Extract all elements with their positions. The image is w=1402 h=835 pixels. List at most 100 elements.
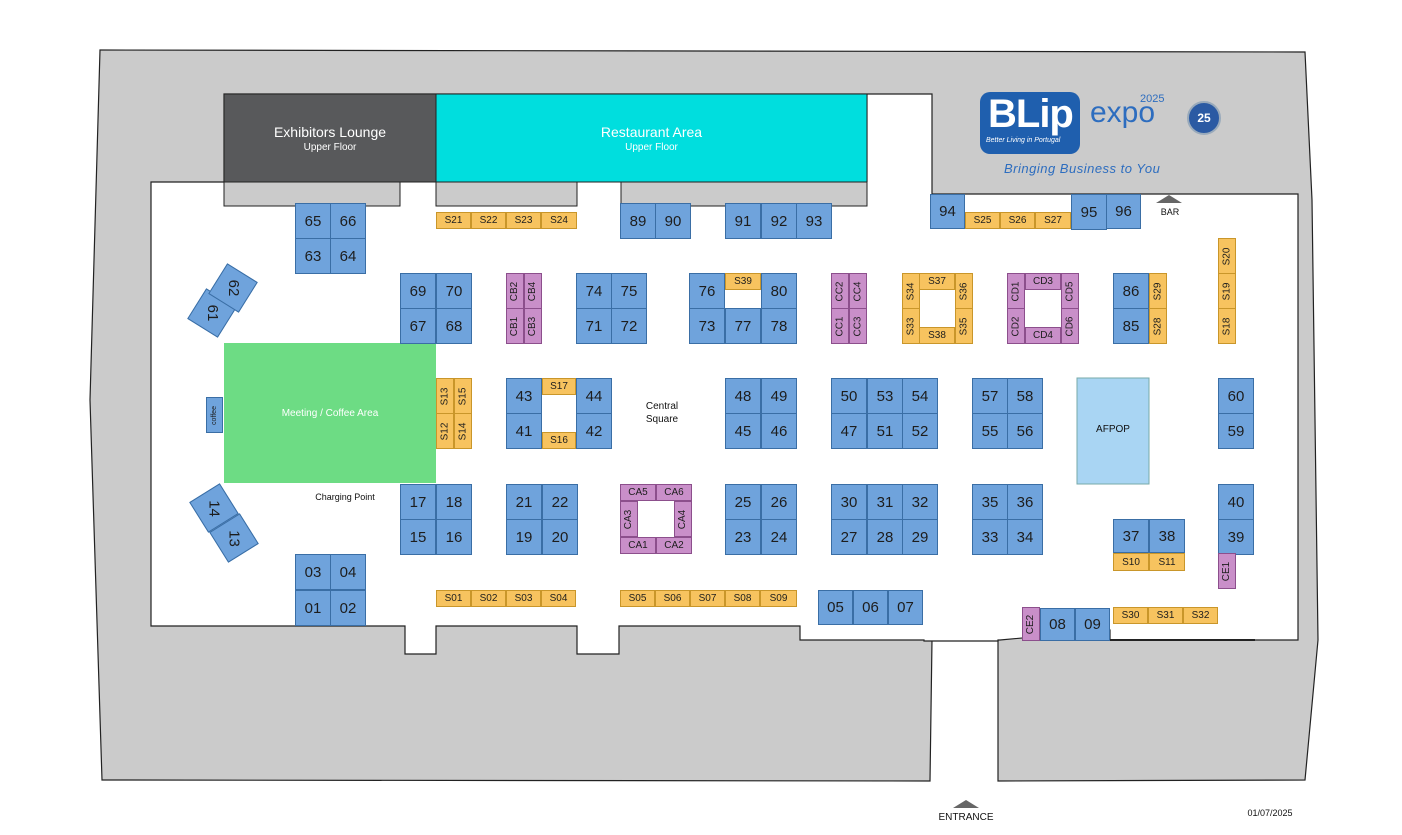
booth-54[interactable]: 54 (902, 378, 938, 414)
booth-42[interactable]: 42 (576, 413, 612, 449)
booth-s18[interactable]: S18 (1218, 308, 1236, 344)
booth-s33[interactable]: S33 (902, 308, 920, 344)
booth-s31[interactable]: S31 (1148, 607, 1183, 624)
booth-s36[interactable]: S36 (955, 273, 973, 309)
booth-ca3[interactable]: CA3 (620, 501, 638, 537)
booth-50[interactable]: 50 (831, 378, 867, 414)
booth-15[interactable]: 15 (400, 519, 436, 555)
booth-22[interactable]: 22 (542, 484, 578, 520)
booth-s07[interactable]: S07 (690, 590, 725, 607)
booth-s20[interactable]: S20 (1218, 238, 1236, 274)
booth-s22[interactable]: S22 (471, 212, 506, 229)
booth-cc2[interactable]: CC2 (831, 273, 849, 309)
booth-73[interactable]: 73 (689, 308, 725, 344)
booth-s05[interactable]: S05 (620, 590, 655, 607)
booth-16[interactable]: 16 (436, 519, 472, 555)
booth-31[interactable]: 31 (867, 484, 903, 520)
booth-s01[interactable]: S01 (436, 590, 471, 607)
booth-74[interactable]: 74 (576, 273, 612, 309)
booth-68[interactable]: 68 (436, 308, 472, 344)
booth-s04[interactable]: S04 (541, 590, 576, 607)
booth-07[interactable]: 07 (888, 590, 923, 625)
booth-95[interactable]: 95 (1071, 194, 1107, 230)
booth-s39[interactable]: S39 (725, 273, 761, 290)
booth-30[interactable]: 30 (831, 484, 867, 520)
booth-28[interactable]: 28 (867, 519, 903, 555)
booth-48[interactable]: 48 (725, 378, 761, 414)
booth-93[interactable]: 93 (796, 203, 832, 239)
booth-23[interactable]: 23 (725, 519, 761, 555)
booth-60[interactable]: 60 (1218, 378, 1254, 414)
booth-57[interactable]: 57 (972, 378, 1008, 414)
booth-s24[interactable]: S24 (541, 212, 577, 229)
booth-67[interactable]: 67 (400, 308, 436, 344)
booth-78[interactable]: 78 (761, 308, 797, 344)
booth-s12[interactable]: S12 (436, 413, 454, 449)
booth-cb1[interactable]: CB1 (506, 308, 524, 344)
booth-s25[interactable]: S25 (965, 212, 1000, 229)
booth-cc3[interactable]: CC3 (849, 308, 867, 344)
booth-s26[interactable]: S26 (1000, 212, 1035, 229)
booth-69[interactable]: 69 (400, 273, 436, 309)
booth-17[interactable]: 17 (400, 484, 436, 520)
booth-55[interactable]: 55 (972, 413, 1008, 449)
booth-cd1[interactable]: CD1 (1007, 273, 1025, 309)
booth-39[interactable]: 39 (1218, 519, 1254, 555)
booth-89[interactable]: 89 (620, 203, 656, 239)
coffee-kiosk[interactable]: coffee (206, 397, 223, 433)
booth-cb4[interactable]: CB4 (524, 273, 542, 309)
booth-06[interactable]: 06 (853, 590, 888, 625)
booth-s28[interactable]: S28 (1149, 308, 1167, 344)
booth-s21[interactable]: S21 (436, 212, 471, 229)
booth-41[interactable]: 41 (506, 413, 542, 449)
booth-cb3[interactable]: CB3 (524, 308, 542, 344)
booth-s23[interactable]: S23 (506, 212, 541, 229)
booth-65[interactable]: 65 (295, 203, 331, 239)
booth-86[interactable]: 86 (1113, 273, 1149, 309)
booth-91[interactable]: 91 (725, 203, 761, 239)
booth-s09[interactable]: S09 (760, 590, 797, 607)
booth-53[interactable]: 53 (867, 378, 903, 414)
booth-29[interactable]: 29 (902, 519, 938, 555)
booth-21[interactable]: 21 (506, 484, 542, 520)
booth-cd5[interactable]: CD5 (1061, 273, 1079, 309)
booth-cd3[interactable]: CD3 (1025, 273, 1061, 290)
booth-s34[interactable]: S34 (902, 273, 920, 309)
booth-49[interactable]: 49 (761, 378, 797, 414)
booth-66[interactable]: 66 (330, 203, 366, 239)
booth-63[interactable]: 63 (295, 238, 331, 274)
booth-37[interactable]: 37 (1113, 519, 1149, 553)
booth-s10[interactable]: S10 (1113, 553, 1149, 571)
booth-s30[interactable]: S30 (1113, 607, 1148, 624)
booth-34[interactable]: 34 (1007, 519, 1043, 555)
booth-s16[interactable]: S16 (542, 432, 576, 449)
booth-s13[interactable]: S13 (436, 378, 454, 414)
booth-s17[interactable]: S17 (542, 378, 576, 395)
booth-96[interactable]: 96 (1106, 194, 1141, 229)
booth-ce2[interactable]: CE2 (1022, 607, 1040, 641)
booth-94[interactable]: 94 (930, 194, 965, 229)
booth-02[interactable]: 02 (330, 590, 366, 626)
booth-70[interactable]: 70 (436, 273, 472, 309)
booth-ca6[interactable]: CA6 (656, 484, 692, 501)
booth-cd6[interactable]: CD6 (1061, 308, 1079, 344)
booth-90[interactable]: 90 (655, 203, 691, 239)
booth-27[interactable]: 27 (831, 519, 867, 555)
booth-s03[interactable]: S03 (506, 590, 541, 607)
booth-s06[interactable]: S06 (655, 590, 690, 607)
booth-cb2[interactable]: CB2 (506, 273, 524, 309)
booth-85[interactable]: 85 (1113, 308, 1149, 344)
booth-s19[interactable]: S19 (1218, 273, 1236, 309)
booth-58[interactable]: 58 (1007, 378, 1043, 414)
booth-52[interactable]: 52 (902, 413, 938, 449)
booth-s15[interactable]: S15 (454, 378, 472, 414)
booth-76[interactable]: 76 (689, 273, 725, 309)
booth-s11[interactable]: S11 (1149, 553, 1185, 571)
booth-40[interactable]: 40 (1218, 484, 1254, 520)
booth-46[interactable]: 46 (761, 413, 797, 449)
booth-s14[interactable]: S14 (454, 413, 472, 449)
booth-05[interactable]: 05 (818, 590, 853, 625)
booth-56[interactable]: 56 (1007, 413, 1043, 449)
booth-43[interactable]: 43 (506, 378, 542, 414)
booth-18[interactable]: 18 (436, 484, 472, 520)
